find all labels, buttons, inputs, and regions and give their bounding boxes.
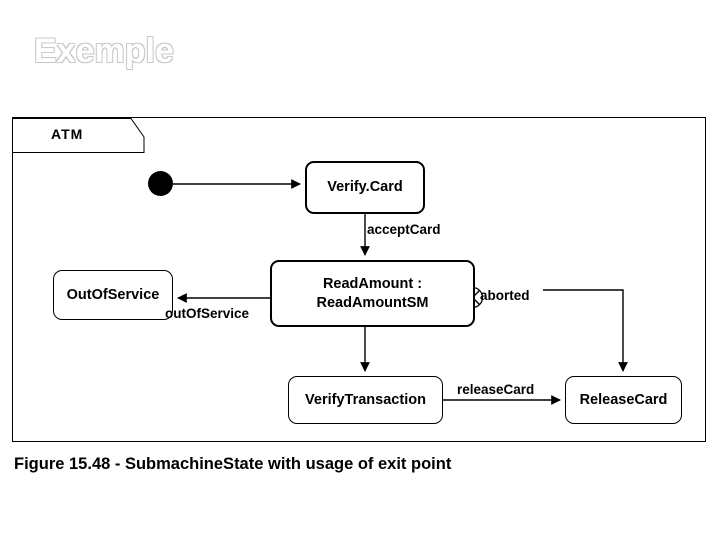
figure-caption: Figure 15.48 - SubmachineState with usag… <box>14 455 452 473</box>
state-read-amount-label-line2: ReadAmountSM <box>316 294 429 311</box>
state-out-of-service-label: OutOfService <box>66 286 160 303</box>
state-verify-transaction[interactable]: VerifyTransaction <box>288 376 443 424</box>
state-machine-diagram: ATM Verify.Card <box>12 117 706 442</box>
state-out-of-service[interactable]: OutOfService <box>53 270 173 320</box>
diagram-name-tab <box>13 118 145 153</box>
transition-label-accept-card: acceptCard <box>367 222 441 237</box>
state-release-card[interactable]: ReleaseCard <box>565 376 682 424</box>
state-verify-card-label: Verify.Card <box>327 179 403 196</box>
initial-state-node <box>148 171 173 196</box>
state-read-amount-label-line1: ReadAmount : <box>322 276 423 293</box>
state-verify-card[interactable]: Verify.Card <box>305 161 425 214</box>
state-read-amount[interactable]: ReadAmount : ReadAmountSM <box>270 260 475 327</box>
state-verify-transaction-label: VerifyTransaction <box>305 391 426 408</box>
page-title: Exemple <box>34 32 174 70</box>
transition-label-release-card: releaseCard <box>457 382 535 397</box>
transition-label-aborted: aborted <box>480 288 530 303</box>
diagram-name-label: ATM <box>51 126 84 142</box>
transition-label-out-of-service: outOfService <box>165 306 250 321</box>
state-release-card-label: ReleaseCard <box>579 391 668 408</box>
